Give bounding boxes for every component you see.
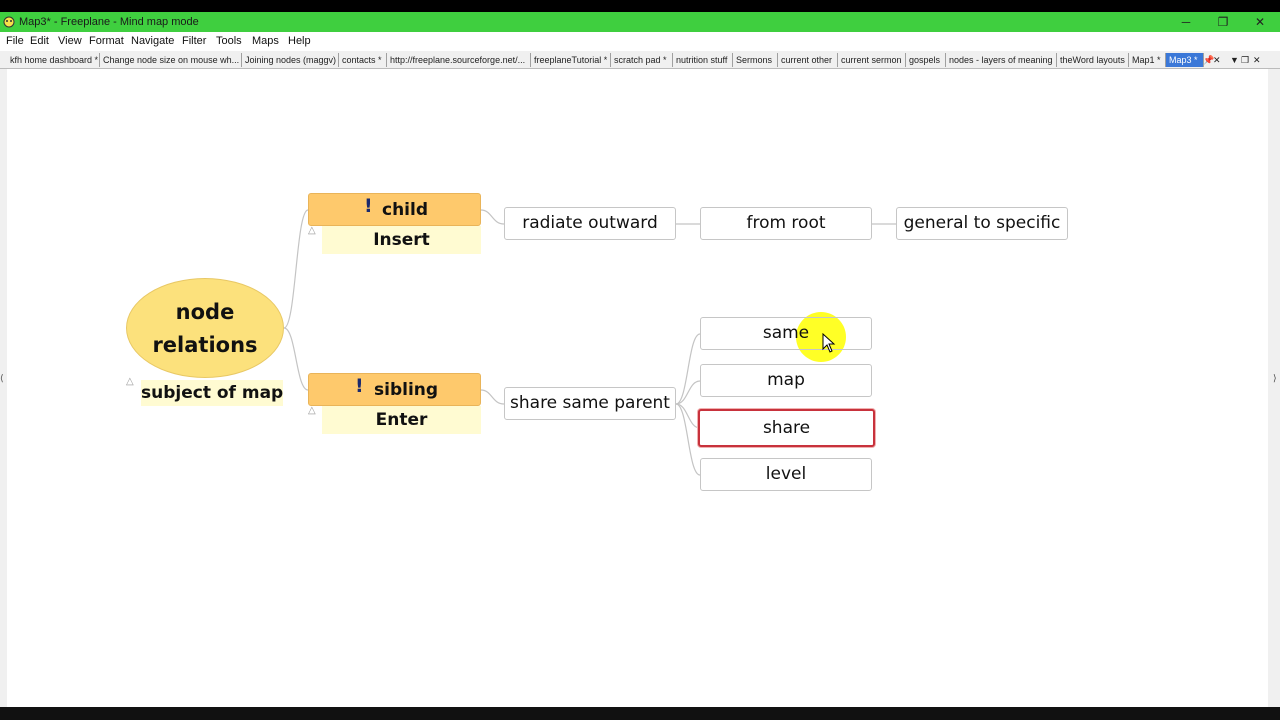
menu-edit[interactable]: Edit bbox=[30, 35, 49, 47]
tab-sermons[interactable]: Sermons bbox=[733, 53, 778, 67]
close-tab-icon[interactable]: ✕ bbox=[1213, 55, 1221, 65]
cursor-highlight bbox=[796, 312, 846, 362]
tab-current-other[interactable]: current other bbox=[778, 53, 838, 67]
tab-theword-layouts[interactable]: theWord layouts bbox=[1057, 53, 1129, 67]
edge-sibling-share-same-parent bbox=[480, 389, 505, 405]
sibling-fold-icon[interactable]: △ bbox=[308, 405, 316, 416]
menu-tools[interactable]: Tools bbox=[216, 35, 242, 47]
node-child[interactable] bbox=[308, 193, 481, 226]
edge-root-child bbox=[283, 209, 309, 329]
node-child-attribute: Insert bbox=[322, 226, 481, 254]
left-arrow-icon[interactable]: ⟨ bbox=[0, 373, 4, 383]
tab-map3[interactable]: Map3 * bbox=[1166, 53, 1204, 67]
node-sibling-label: sibling bbox=[374, 380, 439, 400]
edge-ssp-same bbox=[675, 333, 701, 405]
map-tab-strip bbox=[0, 51, 1280, 69]
close-icon[interactable]: ✕ bbox=[1254, 15, 1266, 29]
tab-freeplane-url[interactable]: http://freeplane.sourceforge.net/... bbox=[387, 53, 531, 67]
screen-top-border bbox=[0, 0, 1280, 12]
window-title: Map3* - Freeplane - Mind map mode bbox=[19, 16, 199, 28]
edge-root-sibling bbox=[283, 327, 309, 391]
exclamation-icon: ! bbox=[355, 375, 364, 397]
root-line-2: relations bbox=[152, 333, 258, 357]
left-collapse-strip[interactable] bbox=[0, 69, 7, 707]
right-arrow-icon[interactable]: ⟩ bbox=[1273, 373, 1277, 383]
minimize-icon[interactable]: ─ bbox=[1181, 15, 1191, 29]
tab-scratch-pad[interactable]: scratch pad * bbox=[611, 53, 673, 67]
root-node-text: node relations bbox=[126, 296, 284, 362]
restore-icon[interactable]: ❐ bbox=[1217, 15, 1229, 29]
right-collapse-strip[interactable] bbox=[1268, 69, 1280, 707]
menu-filter[interactable]: Filter bbox=[182, 35, 207, 47]
root-fold-icon[interactable]: △ bbox=[126, 376, 134, 387]
node-radiate-outward[interactable]: radiate outward bbox=[504, 207, 676, 240]
menu-navigate[interactable]: Navigate bbox=[131, 35, 175, 47]
node-same[interactable]: same bbox=[700, 317, 872, 350]
pin-icon[interactable]: 📌 bbox=[1203, 55, 1215, 65]
tab-contacts[interactable]: contacts * bbox=[339, 53, 387, 67]
menu-help[interactable]: Help bbox=[288, 35, 311, 47]
root-attribute: subject of map bbox=[141, 380, 283, 406]
edge-child-radiate bbox=[480, 209, 505, 225]
child-fold-icon[interactable]: △ bbox=[308, 225, 316, 236]
root-line-1: node bbox=[175, 300, 235, 324]
tab-current-sermon[interactable]: current sermon bbox=[838, 53, 906, 67]
node-sibling-attribute: Enter bbox=[322, 406, 481, 434]
menu-bar bbox=[0, 32, 1280, 51]
tab-close-all-icon[interactable]: ✕ bbox=[1253, 55, 1261, 65]
title-bar bbox=[0, 12, 1280, 32]
root-node[interactable] bbox=[126, 278, 284, 378]
mouse-pointer-icon bbox=[822, 333, 836, 353]
tab-map1[interactable]: Map1 * bbox=[1129, 53, 1166, 67]
menu-file[interactable]: File bbox=[6, 35, 24, 47]
node-sibling[interactable] bbox=[308, 373, 481, 406]
tab-kfh-home-dashboard[interactable]: kfh home dashboard * bbox=[7, 53, 100, 67]
edge-ssp-map bbox=[675, 380, 701, 405]
menu-view[interactable]: View bbox=[58, 35, 82, 47]
node-child-label: child bbox=[382, 200, 429, 220]
tab-joining-nodes[interactable]: Joining nodes (maggv) bbox=[242, 53, 339, 67]
node-from-root[interactable]: from root bbox=[700, 207, 872, 240]
freeplane-app-icon bbox=[3, 16, 15, 28]
tab-list-icon[interactable]: ▼ bbox=[1230, 55, 1239, 65]
tab-nutrition-stuff[interactable]: nutrition stuff bbox=[673, 53, 733, 67]
tab-restore-icon[interactable]: ❐ bbox=[1241, 55, 1250, 65]
menu-format[interactable]: Format bbox=[89, 35, 124, 47]
tab-freeplane-tutorial[interactable]: freeplaneTutorial * bbox=[531, 53, 611, 67]
tab-change-node-size[interactable]: Change node size on mouse wh... bbox=[100, 53, 242, 67]
screen-bottom-border bbox=[0, 707, 1280, 720]
tab-gospels[interactable]: gospels bbox=[906, 53, 946, 67]
exclamation-icon: ! bbox=[364, 195, 373, 217]
edge-ssp-level bbox=[675, 403, 701, 476]
node-map[interactable]: map bbox=[700, 364, 872, 397]
node-level[interactable]: level bbox=[700, 458, 872, 491]
node-general-to-specific[interactable]: general to specific bbox=[896, 207, 1068, 240]
menu-maps[interactable]: Maps bbox=[252, 35, 279, 47]
node-share-selected[interactable]: share bbox=[698, 409, 875, 447]
tab-nodes-layers[interactable]: nodes - layers of meaning bbox=[946, 53, 1057, 67]
node-share-same-parent[interactable]: share same parent bbox=[504, 387, 676, 420]
edge-ssp-share bbox=[675, 403, 701, 429]
